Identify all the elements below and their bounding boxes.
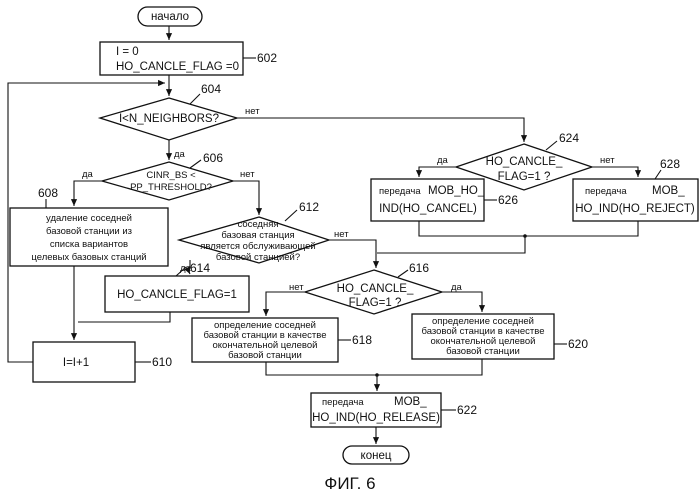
decision-624-line1: HO_CANCLE_ xyxy=(486,156,563,168)
yes-label-612: да xyxy=(180,263,192,274)
ref-604: 604 xyxy=(201,82,221,96)
step-620-line4: базовой станции xyxy=(446,346,520,357)
no-label-616: нет xyxy=(289,282,304,293)
ref-602: 602 xyxy=(257,51,277,65)
step-610-increment: I=I+1 610 xyxy=(33,342,172,382)
ref-608: 608 xyxy=(38,186,58,200)
ref-624: 624 xyxy=(559,131,579,145)
no-label-606: нет xyxy=(240,169,255,180)
step-618-final-target: определение соседней базовой станции в к… xyxy=(192,318,372,362)
yes-label-606: да xyxy=(82,169,94,180)
step-628-line1a: передача xyxy=(585,186,627,197)
decision-612-serving-bs: соседняя базовая станция является обслуж… xyxy=(179,200,329,263)
ref-626: 626 xyxy=(498,193,518,207)
decision-612-line4: базовой станцией? xyxy=(216,252,300,263)
step-608-remove-neighbor: удаление соседней базовой станции из спи… xyxy=(10,186,168,266)
ref-618: 618 xyxy=(352,333,372,347)
ref-616: 616 xyxy=(409,261,429,275)
decision-612-line1: соседняя xyxy=(237,219,278,230)
no-label-612: нет xyxy=(334,229,349,240)
no-label-604: нет xyxy=(245,106,260,117)
step-602-line1: I = 0 xyxy=(116,46,139,58)
decision-612-line2: базовая станция xyxy=(221,230,294,241)
ref-606: 606 xyxy=(203,151,223,165)
yes-label-604: да xyxy=(174,149,186,160)
step-610-text: I=I+1 xyxy=(63,357,89,369)
ref-628: 628 xyxy=(660,157,680,171)
ref-612: 612 xyxy=(299,200,319,214)
start-label: начало xyxy=(151,11,189,23)
ref-610: 610 xyxy=(152,355,172,369)
step-622-line1a: передача xyxy=(322,397,364,408)
end-terminal: конец xyxy=(343,446,409,464)
step-626-send-cancel: передача MOB_HO_ IND(HO_CANCEL) 626 xyxy=(371,179,518,221)
decision-612-line3: является обслуживающей xyxy=(200,241,315,252)
step-614-text: HO_CANCLE_FLAG=1 xyxy=(117,289,237,301)
step-626-line1b: MOB_HO_ xyxy=(428,185,485,197)
figure-caption: ФИГ. 6 xyxy=(324,474,375,493)
step-628-line2: HO_IND(HO_REJECT) xyxy=(575,203,695,215)
decision-606-cinr: CINR_BS < PP_THRESHOLD? 606 xyxy=(102,151,233,200)
step-622-line2: HO_IND(HO_RELEASE) xyxy=(312,412,440,424)
step-614-set-flag: HO_CANCLE_FLAG=1 614 xyxy=(105,261,249,312)
decision-616-flag: HO_CANCLE_ FLAG=1 ? 616 xyxy=(305,261,442,314)
step-628-line1b: MOB_ xyxy=(652,185,685,197)
decision-624-line2: FLAG=1 ? xyxy=(498,171,551,183)
step-622-send-release: передача MOB_ HO_IND(HO_RELEASE) 622 xyxy=(311,393,477,427)
decision-616-line1: HO_CANCLE_ xyxy=(337,283,414,295)
decision-606-line1: CINR_BS < xyxy=(146,170,196,181)
step-620-final-target: определение соседней базовой станции в к… xyxy=(412,314,588,359)
step-626-line2: IND(HO_CANCEL) xyxy=(379,203,477,215)
step-608-line2: базовой станции из xyxy=(46,226,132,237)
decision-604-text: I<N_NEIGHBORS? xyxy=(119,113,219,125)
start-terminal: начало xyxy=(138,7,202,26)
ref-620: 620 xyxy=(568,337,588,351)
decision-616-line2: FLAG=1 ? xyxy=(349,297,402,309)
step-602-init: I = 0 HO_CANCLE_FLAG =0 602 xyxy=(100,42,277,75)
step-602-line2: HO_CANCLE_FLAG =0 xyxy=(116,61,239,73)
step-618-line4: базовой станции xyxy=(228,350,302,361)
decision-606-line2: PP_THRESHOLD? xyxy=(130,182,212,193)
step-608-line3: списка вариантов xyxy=(50,239,128,250)
step-608-line1: удаление соседней xyxy=(46,213,132,224)
no-label-624: нет xyxy=(600,155,615,166)
ref-622: 622 xyxy=(457,403,477,417)
step-626-line1a: передача xyxy=(379,186,421,197)
yes-label-624: да xyxy=(437,155,449,166)
step-608-line4: целевых базовых станций xyxy=(31,252,146,263)
ref-614: 614 xyxy=(190,261,210,275)
step-622-line1b: MOB_ xyxy=(394,396,427,408)
end-label: конец xyxy=(361,450,392,462)
yes-label-616: да xyxy=(451,282,463,293)
